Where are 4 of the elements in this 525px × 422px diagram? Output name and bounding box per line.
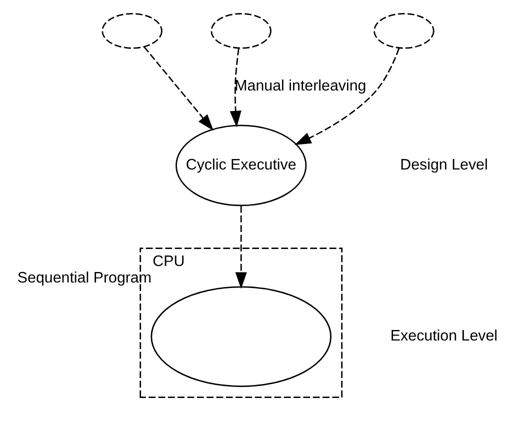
edge-label: Manual interleaving bbox=[234, 78, 366, 95]
label: Execution Level bbox=[390, 327, 498, 344]
label: Design Level bbox=[400, 156, 488, 174]
node-label: Sequential Program bbox=[17, 269, 152, 286]
